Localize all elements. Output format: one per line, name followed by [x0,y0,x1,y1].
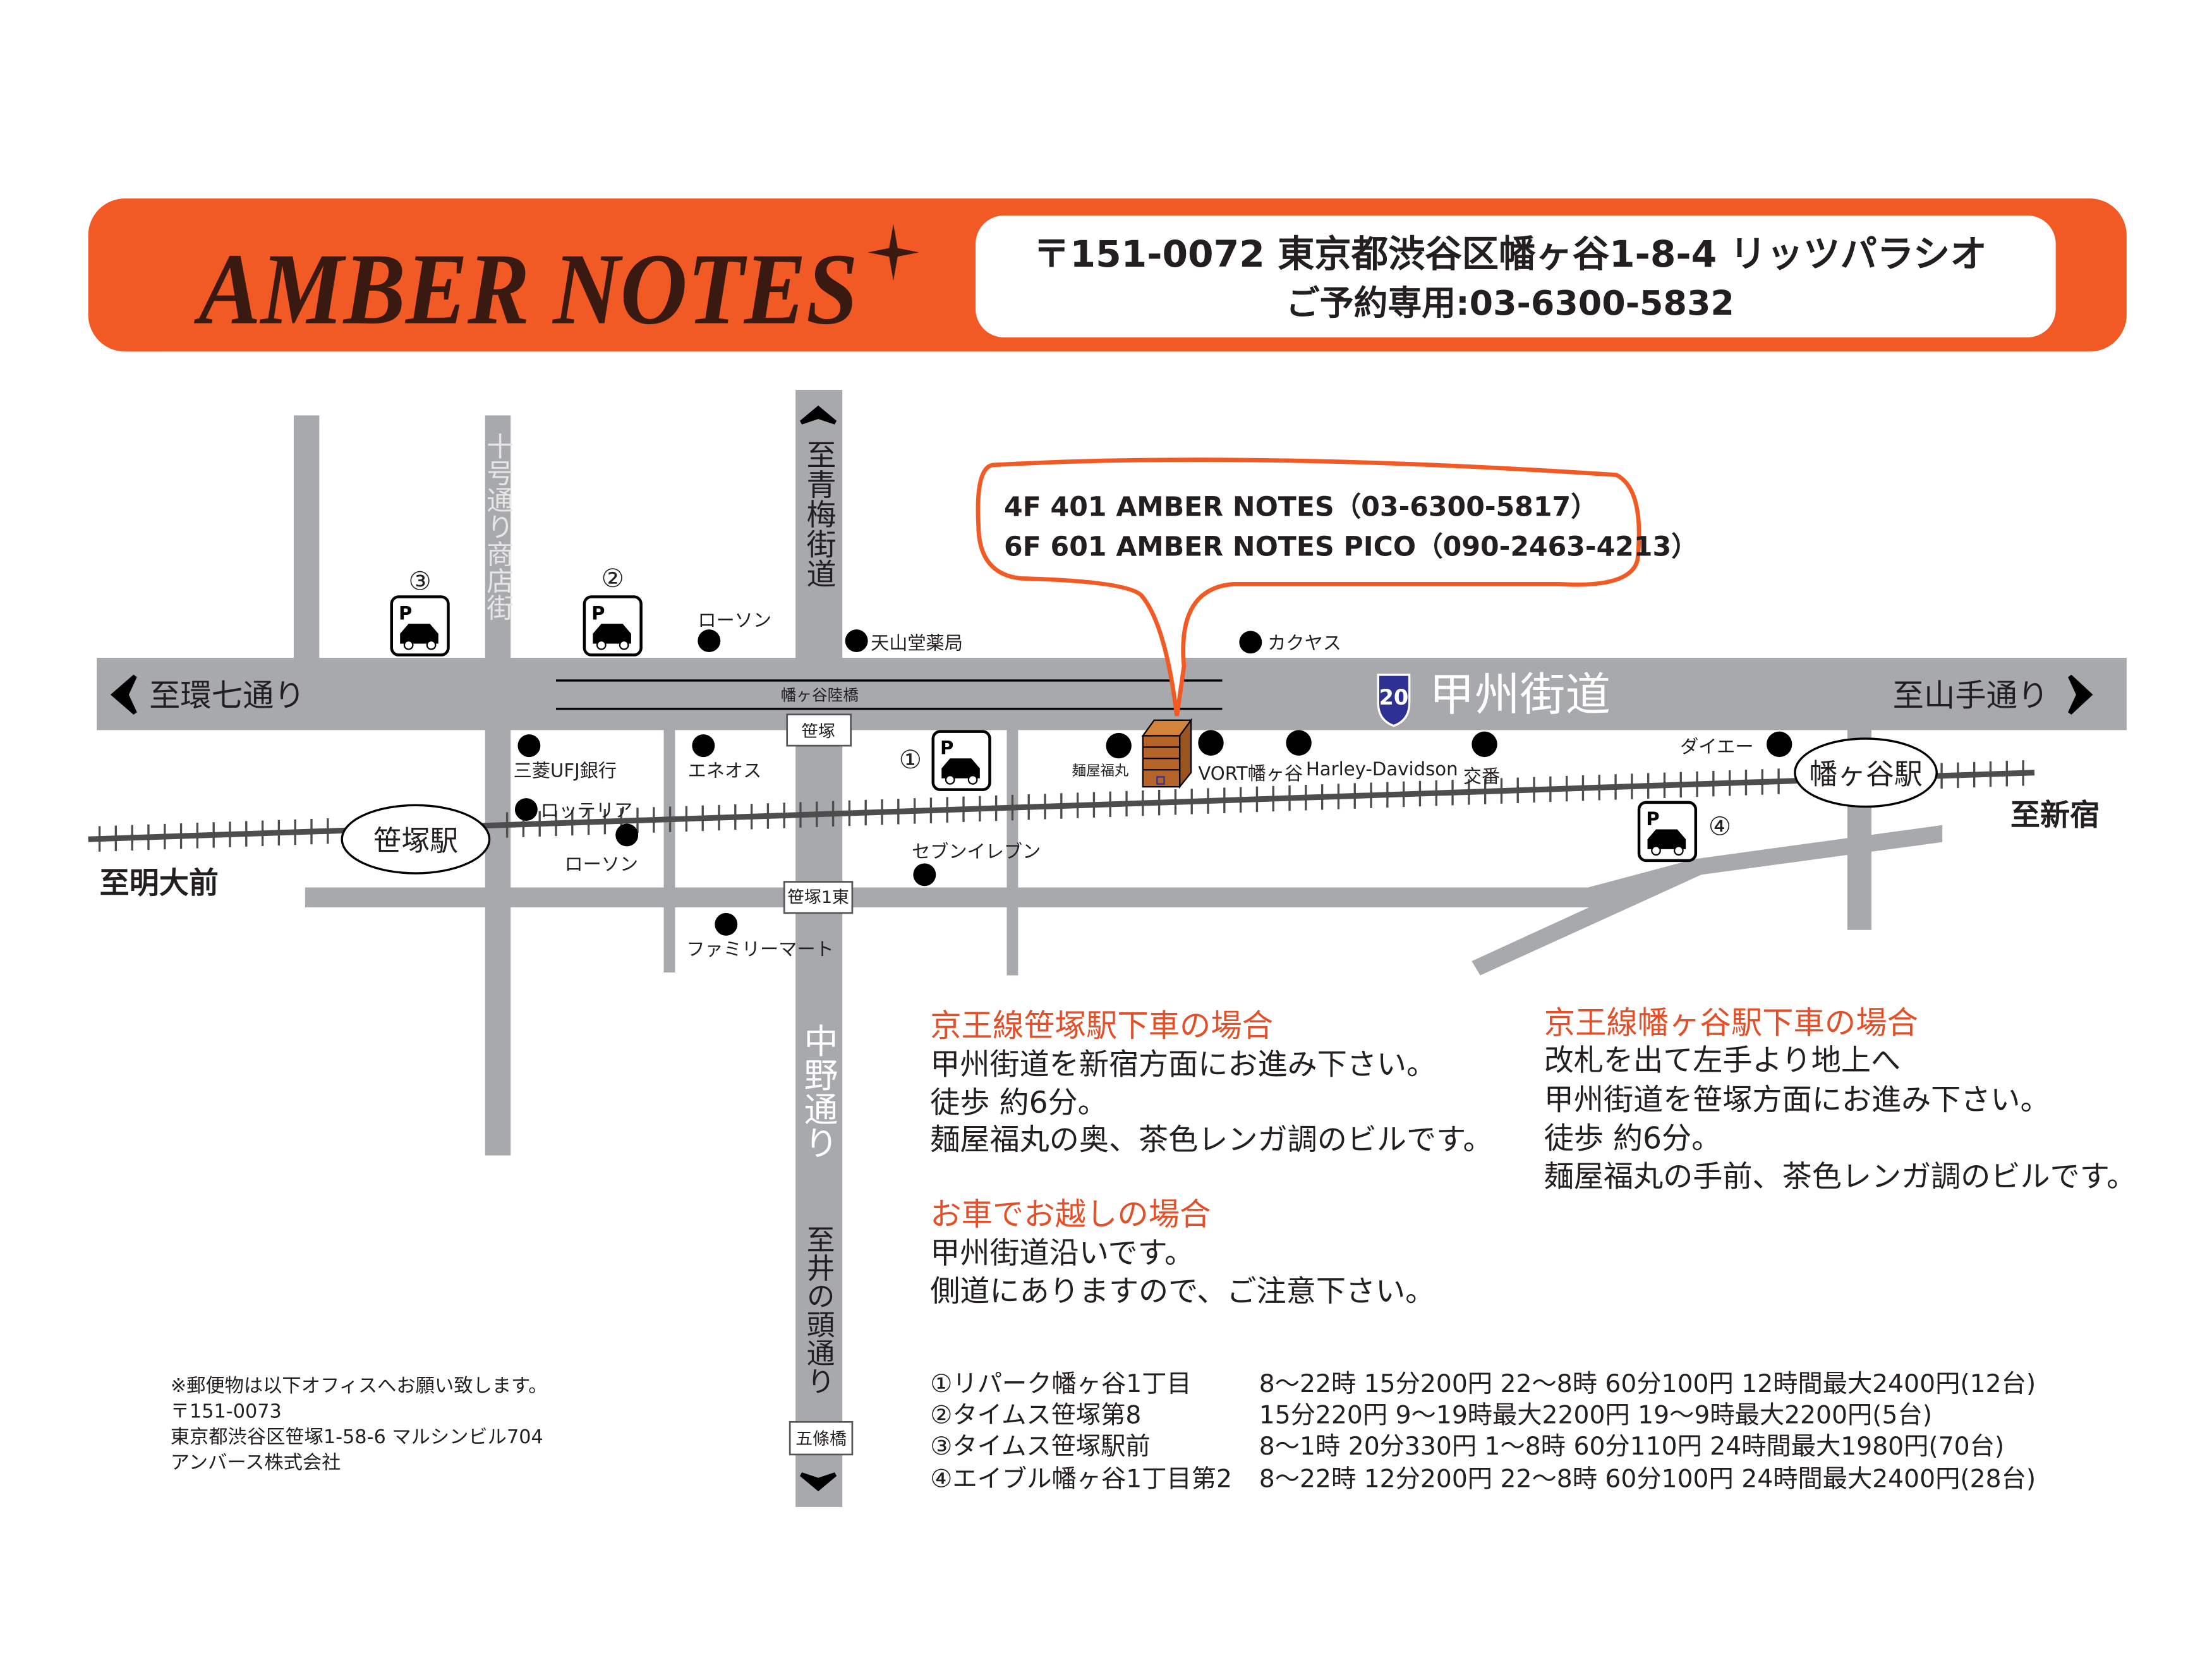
svg-text:〒151-0073: 〒151-0073 [171,1401,282,1423]
parking-name: ①リパーク幡ヶ谷1丁目 [930,1370,1191,1398]
landmark-lawson-north: ローソン [698,610,771,631]
to-shinjuku-label: 至新宿 [2010,798,2100,833]
callout-line-6f: 6F 601 AMBER NOTES PICO（090-2463-4213） [1004,531,1698,562]
parking-number-4: ④ [1708,811,1731,841]
landmark-harley: Harley-Davidson [1306,758,1458,780]
station-hatagaya[interactable]: 幡ヶ谷駅 [1794,737,1938,808]
parking-icon-1[interactable]: P [931,730,991,791]
svg-text:※郵便物は以下オフィスへお願い致します。: ※郵便物は以下オフィスへお願い致します。 [171,1375,548,1397]
svg-text:アンバース株式会社: アンバース株式会社 [171,1451,341,1474]
logo: AMBER NOTES [193,233,857,346]
parking-table: ①リパーク幡ヶ谷1丁目 8〜22時 15分200円 22〜8時 60分100円 … [930,1370,2036,1493]
station-sasazuka[interactable]: 笹塚駅 [341,804,491,875]
to-kannana-label: 至環七通り [149,677,305,713]
landmark-lawson-south: ローソン [564,854,638,875]
parking-name: ③タイムス笹塚駅前 [930,1432,1150,1461]
svg-text:幡ヶ谷駅: 幡ヶ谷駅 [1809,758,1922,791]
parking-number-1: ① [899,745,922,775]
roads: 幡ヶ谷陸橋 [97,389,2127,1507]
landmark-eneos: エネオス [688,760,762,781]
signal-sasazuka: 笹塚 [786,713,852,747]
landmark-kakuyasu: カクヤス [1267,633,1341,654]
landmark-lotteria: ロッテリア [540,799,632,821]
rikkyo-label: 幡ヶ谷陸橋 [781,686,859,704]
route-20-shield: 20 [1377,674,1411,727]
nakano-dori-label: 中野通り [799,1024,838,1160]
parking-number-2: ② [601,564,624,593]
svg-text:改札を出て左手より地上へ: 改札を出て左手より地上へ [1544,1043,1901,1078]
svg-text:20: 20 [1379,685,1409,710]
signal-gojobashi: 五條橋 [789,1420,854,1456]
parking-rates: 8〜22時 15分200円 22〜8時 60分100円 12時間最大2400円(… [1259,1370,2036,1398]
svg-text:京王線笹塚駅下車の場合: 京王線笹塚駅下車の場合 [930,1007,1273,1044]
parking-icon-3[interactable]: P [390,595,450,657]
svg-text:側道にありますので、ご注意下さい。: 側道にありますので、ご注意下さい。 [930,1275,1435,1309]
parking-icon-2[interactable]: P [583,595,643,657]
parking-name: ④エイブル幡ヶ谷1丁目第2 [930,1465,1232,1494]
arrow-right-icon [2068,674,2093,715]
svg-text:徒歩 約6分。: 徒歩 約6分。 [1544,1121,1722,1156]
landmark-tenzando: 天山堂薬局 [871,633,963,654]
svg-text:甲州街道沿いです。: 甲州街道沿いです。 [930,1236,1194,1271]
arrow-down-icon [799,1472,837,1492]
to-yamate-label: 至山手通り [1893,677,2049,713]
to-ome-label: 至青梅街道 [801,440,837,589]
floor-callout: 4F 401 AMBER NOTES（03-6300-5817） 6F 601 … [976,457,1698,717]
parking-name: ②タイムス笹塚第8 [930,1402,1141,1430]
koshu-kaido-road [97,658,2127,730]
amber-notes-building[interactable] [1141,718,1193,789]
parking-number-3: ③ [409,566,432,596]
directions-car: お車でお越しの場合 甲州街道沿いです。 側道にありますので、ご注意下さい。 [930,1196,1435,1309]
landmark-familymart: ファミリーマート [686,938,833,960]
svg-text:甲州街道を新宿方面にお進み下さい。: 甲州街道を新宿方面にお進み下さい。 [930,1048,1436,1082]
svg-text:甲州街道を笹塚方面にお進み下さい。: 甲州街道を笹塚方面にお進み下さい。 [1544,1083,2050,1118]
svg-text:五條橋: 五條橋 [795,1429,847,1449]
address-text: 〒151-0072 東京都渋谷区幡ヶ谷1-8-4 リッツパラシオ [1033,233,1987,276]
landmark-daiei: ダイエー [1680,736,1753,757]
landmark-mufg: 三菱UFJ銀行 [514,760,617,781]
signal-sasazuka-1-higashi: 笹塚1東 [783,881,854,914]
mail-note: ※郵便物は以下オフィスへお願い致します。 〒151-0073 東京都渋谷区笹塚1… [171,1375,548,1474]
svg-text:笹塚: 笹塚 [801,722,835,742]
to-meidaimae-label: 至明大前 [100,866,219,900]
address-box [976,215,2056,337]
svg-text:P: P [399,602,412,624]
landmark-seven-eleven: セブンイレブン [912,840,1041,862]
to-inokashira-label: 至井の頭通り [802,1225,835,1395]
svg-text:徒歩 約6分。: 徒歩 約6分。 [930,1086,1108,1120]
header-banner: AMBER NOTES 〒151-0072 東京都渋谷区幡ヶ谷1-8-4 リッツ… [88,198,2127,352]
landmark-vort: VORT幡ヶ谷 [1198,763,1303,784]
arrow-up-icon [799,405,837,425]
landmarks: ローソン 天山堂薬局 カクヤス 三菱UFJ銀行 エネオス ロッテリア ローソン … [514,610,1792,960]
parking-icon-4[interactable]: P [1637,801,1698,863]
svg-text:麺屋福丸の手前、茶色レンガ調のビルです。: 麺屋福丸の手前、茶色レンガ調のビルです。 [1544,1160,2136,1194]
svg-text:P: P [1646,808,1659,830]
parking-rates: 15分220円 9〜19時最大2200円 19〜9時最大2200円(5台) [1259,1402,1932,1430]
svg-text:京王線幡ヶ谷駅下車の場合: 京王線幡ヶ谷駅下車の場合 [1544,1005,1918,1041]
directions-sasazuka: 京王線笹塚駅下車の場合 甲州街道を新宿方面にお進み下さい。 徒歩 約6分。 麺屋… [930,1007,1492,1157]
svg-text:P: P [940,737,953,759]
svg-text:笹塚駅: 笹塚駅 [373,824,459,857]
koshu-kaido-label: 甲州街道 [1429,668,1611,721]
svg-text:P: P [591,602,605,624]
svg-text:笹塚1東: 笹塚1東 [787,888,849,907]
directions-hatagaya: 京王線幡ヶ谷駅下車の場合 改札を出て左手より地上へ 甲州街道を笹塚方面にお進み下… [1544,1005,2136,1194]
landmark-menya: 麺屋福丸 [1072,763,1129,779]
arrow-left-icon [110,674,137,715]
star-icon [867,224,919,281]
svg-text:お車でお越しの場合: お車でお越しの場合 [930,1196,1211,1232]
callout-line-4f: 4F 401 AMBER NOTES（03-6300-5817） [1004,492,1598,523]
svg-text:東京都渋谷区笹塚1-58-6 マルシンビル704: 東京都渋谷区笹塚1-58-6 マルシンビル704 [171,1426,543,1448]
reservation-phone: ご予約専用:03-6300-5832 [1286,283,1734,323]
parking-rates: 8〜1時 20分330円 1〜8時 60分110円 24時間最大1980円(70… [1259,1432,2004,1461]
svg-text:麺屋福丸の奥、茶色レンガ調のビルです。: 麺屋福丸の奥、茶色レンガ調のビルです。 [930,1123,1492,1158]
jugo-dori-label: 十号通り商店街 [482,432,514,621]
landmark-koban: 交番 [1463,765,1500,787]
parking-rates: 8〜22時 12分200円 22〜8時 60分100円 24時間最大2400円(… [1259,1465,2036,1494]
